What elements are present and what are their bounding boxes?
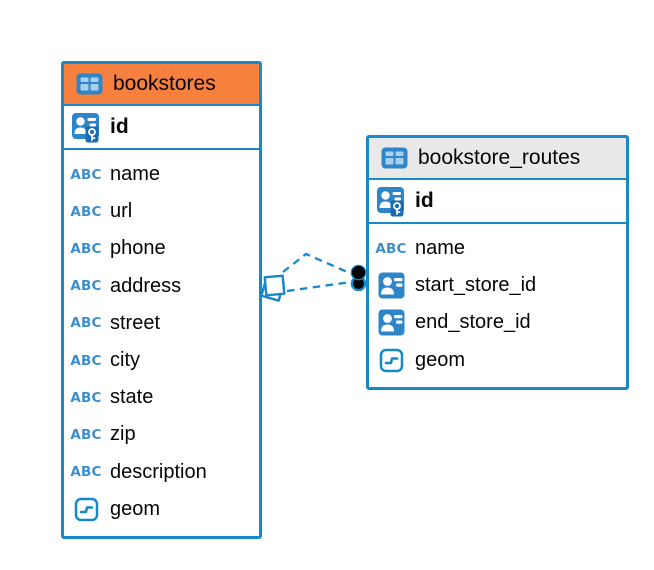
- text-type-icon: ABC: [70, 389, 102, 406]
- table-header-bookstore-routes[interactable]: bookstore_routes: [369, 138, 626, 180]
- column-name: zip: [110, 423, 136, 446]
- column-row-street[interactable]: ABC street: [64, 305, 259, 342]
- column-row-geom[interactable]: geom: [64, 491, 259, 528]
- column-name: state: [110, 386, 154, 409]
- many-cardinality-marker[interactable]: [260, 274, 286, 302]
- primary-key-icon: [375, 186, 407, 217]
- table-title: bookstore_routes: [418, 146, 581, 169]
- primary-key-name: id: [415, 189, 434, 212]
- text-type-icon: ABC: [375, 240, 407, 257]
- geometry-type-icon: [70, 497, 102, 522]
- column-row-city[interactable]: ABC city: [64, 342, 259, 379]
- table-icon: [73, 73, 105, 95]
- relationship-dashed-line-upper[interactable]: [282, 252, 353, 276]
- table-icon: [378, 147, 410, 169]
- primary-key-icon: [70, 112, 102, 143]
- text-type-icon: ABC: [70, 166, 102, 183]
- primary-key-row[interactable]: id: [369, 180, 626, 224]
- column-row-name[interactable]: ABC name: [64, 156, 259, 193]
- column-row-zip[interactable]: ABC zip: [64, 416, 259, 453]
- column-name: start_store_id: [415, 274, 537, 297]
- table-bookstore-routes[interactable]: bookstore_routes id ABC name: [366, 135, 629, 390]
- column-name: geom: [110, 497, 161, 520]
- column-name: url: [110, 200, 133, 223]
- foreign-key-icon: [375, 309, 407, 336]
- column-list: ABC name start_store_id: [369, 224, 626, 387]
- column-name: description: [110, 460, 207, 483]
- text-type-icon: ABC: [70, 240, 102, 257]
- column-row-name[interactable]: ABC name: [369, 230, 626, 267]
- column-row-address[interactable]: ABC address: [64, 268, 259, 305]
- column-row-description[interactable]: ABC description: [64, 454, 259, 491]
- table-bookstores[interactable]: bookstores id ABC name: [61, 61, 262, 539]
- column-name: city: [110, 349, 140, 372]
- column-row-end-store-id[interactable]: end_store_id: [369, 304, 626, 341]
- column-name: street: [110, 311, 161, 334]
- column-name: phone: [110, 237, 166, 260]
- relationship-endpoint-dot[interactable]: [350, 264, 367, 281]
- column-name: address: [110, 274, 182, 297]
- relationship-dashed-line-lower[interactable]: [286, 280, 352, 293]
- column-row-start-store-id[interactable]: start_store_id: [369, 267, 626, 304]
- table-title: bookstores: [113, 72, 216, 95]
- column-name: geom: [415, 348, 466, 371]
- text-type-icon: ABC: [70, 352, 102, 369]
- primary-key-name: id: [110, 115, 129, 138]
- text-type-icon: ABC: [70, 315, 102, 332]
- column-row-url[interactable]: ABC url: [64, 193, 259, 230]
- column-name: end_store_id: [415, 311, 531, 334]
- foreign-key-icon: [375, 272, 407, 299]
- text-type-icon: ABC: [70, 278, 102, 295]
- column-row-geom[interactable]: geom: [369, 342, 626, 379]
- geometry-type-icon: [375, 348, 407, 373]
- column-name: name: [110, 163, 161, 186]
- column-list: ABC name ABC url ABC phone ABC address A…: [64, 150, 259, 536]
- table-header-bookstores[interactable]: bookstores: [64, 64, 259, 106]
- text-type-icon: ABC: [70, 426, 102, 443]
- text-type-icon: ABC: [70, 203, 102, 220]
- column-name: name: [415, 237, 466, 260]
- text-type-icon: ABC: [70, 464, 102, 481]
- primary-key-row[interactable]: id: [64, 106, 259, 150]
- column-row-phone[interactable]: ABC phone: [64, 230, 259, 267]
- column-row-state[interactable]: ABC state: [64, 379, 259, 416]
